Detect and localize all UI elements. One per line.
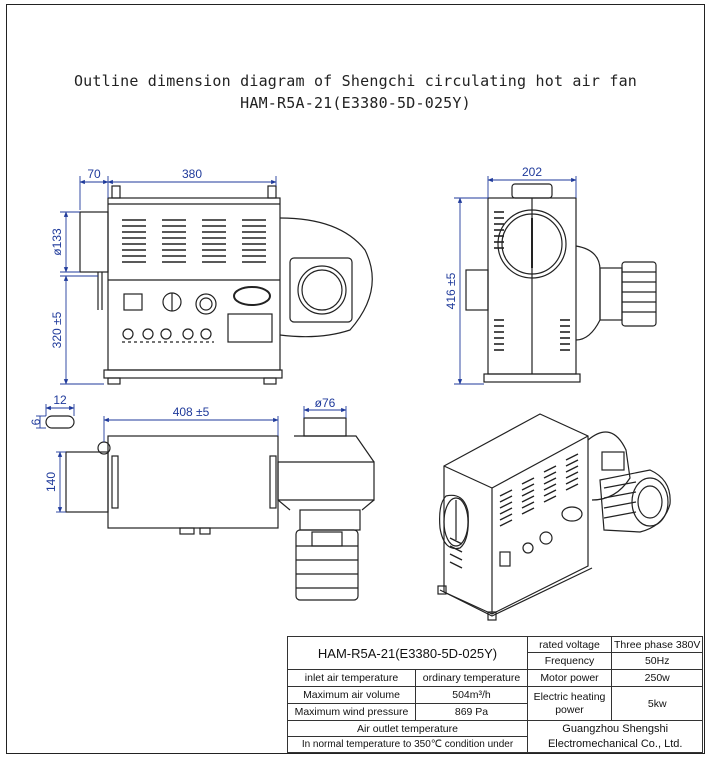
front-view-dimension-lines [60, 176, 277, 385]
spec-frequency-value: 50Hz [610, 652, 704, 670]
spec-wind-pressure-value: 869 Pa [415, 703, 528, 721]
dim-label-76: ø76 [315, 396, 336, 410]
spec-motor-power-value: 250w [610, 669, 704, 687]
spec-heating-power-label: Electric heating power [527, 686, 612, 721]
front-view [79, 185, 373, 385]
dim-label-140: 140 [44, 472, 58, 492]
dim-label-416: 416 ±5 [444, 272, 458, 309]
dim-label-380: 380 [182, 167, 202, 181]
spec-inlet-air-label: inlet air temperature [287, 669, 416, 687]
dim-label-133: ø133 [50, 228, 64, 256]
spec-rated-voltage-label: rated voltage [527, 636, 612, 653]
drawing-model-number: HAM-R5A-21(E3380-5D-025Y) [240, 94, 471, 112]
dim-label-12: 12 [53, 393, 67, 407]
spec-model: HAM-R5A-21(E3380-5D-025Y) [287, 636, 528, 670]
side-view-dimension-lines [454, 176, 577, 385]
spec-table: HAM-R5A-21(E3380-5D-025Y) rated voltage … [287, 636, 704, 753]
dim-label-320: 320 ±5 [50, 311, 64, 348]
spec-heating-power-value: 5kw [610, 686, 704, 721]
spec-inlet-air-value: ordinary temperature [415, 669, 528, 687]
dim-label-70: 70 [87, 167, 101, 181]
spec-motor-power-label: Motor power [527, 669, 612, 687]
drawing-frame [6, 4, 705, 754]
dim-label-6: 6 [29, 418, 43, 425]
spec-company: Guangzhou Shengshi Electromechanical Co.… [526, 720, 704, 753]
spec-outlet-label: Air outlet temperature [287, 720, 528, 737]
spec-frequency-label: Frequency [527, 652, 612, 670]
dim-label-202: 202 [522, 165, 542, 179]
side-view [465, 183, 657, 383]
top-view [45, 415, 375, 601]
dimension-labels: 70 380 202 ø133 320 ±5 416 ±5 12 6 408 ±… [29, 165, 542, 492]
spec-air-volume-label: Maximum air volume [287, 686, 416, 704]
spec-rated-voltage-value: Three phase 380V [610, 636, 704, 653]
drawing-title: Outline dimension diagram of Shengchi ci… [73, 72, 638, 90]
spec-outlet-value: In normal temperature to 350℃ condition … [287, 736, 528, 753]
spec-wind-pressure-label: Maximum wind pressure [287, 703, 416, 721]
spec-air-volume-value: 504m³/h [415, 686, 528, 704]
front-vent-grilles [122, 219, 266, 263]
top-view-dimension-lines [36, 404, 347, 513]
isometric-view [437, 413, 671, 621]
dim-label-408: 408 ±5 [173, 405, 210, 419]
